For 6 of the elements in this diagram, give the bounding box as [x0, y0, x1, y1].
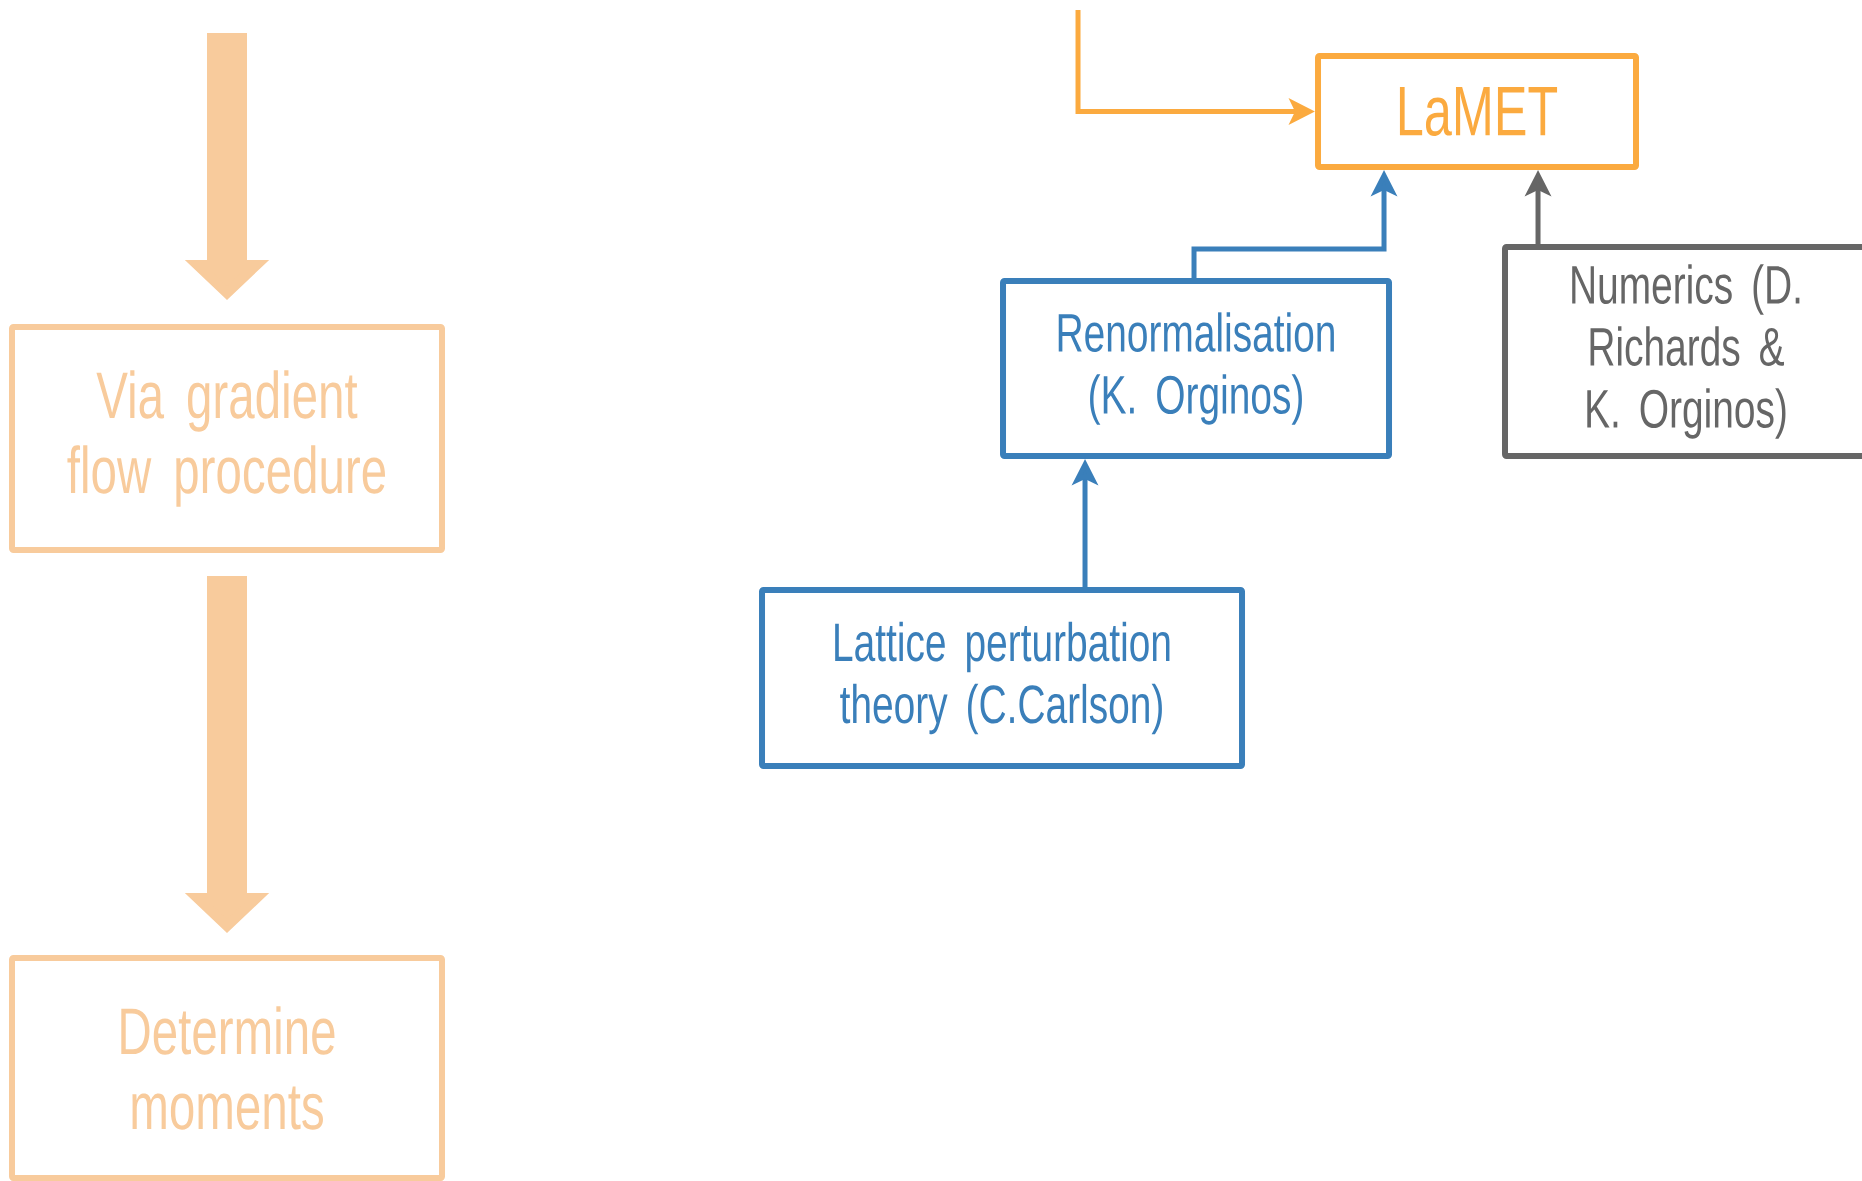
- process-box: Numerics (D. Richards & K. Orginos): [1502, 244, 1862, 459]
- process-box: Determine moments: [9, 955, 445, 1181]
- process-box: Lattice perturbation theory (C.Carlson): [759, 587, 1245, 769]
- process-box: Via gradient flow procedure: [9, 324, 445, 553]
- process-box: LaMET: [1315, 53, 1639, 170]
- process-box: Renormalisation (K. Orginos): [1000, 278, 1392, 459]
